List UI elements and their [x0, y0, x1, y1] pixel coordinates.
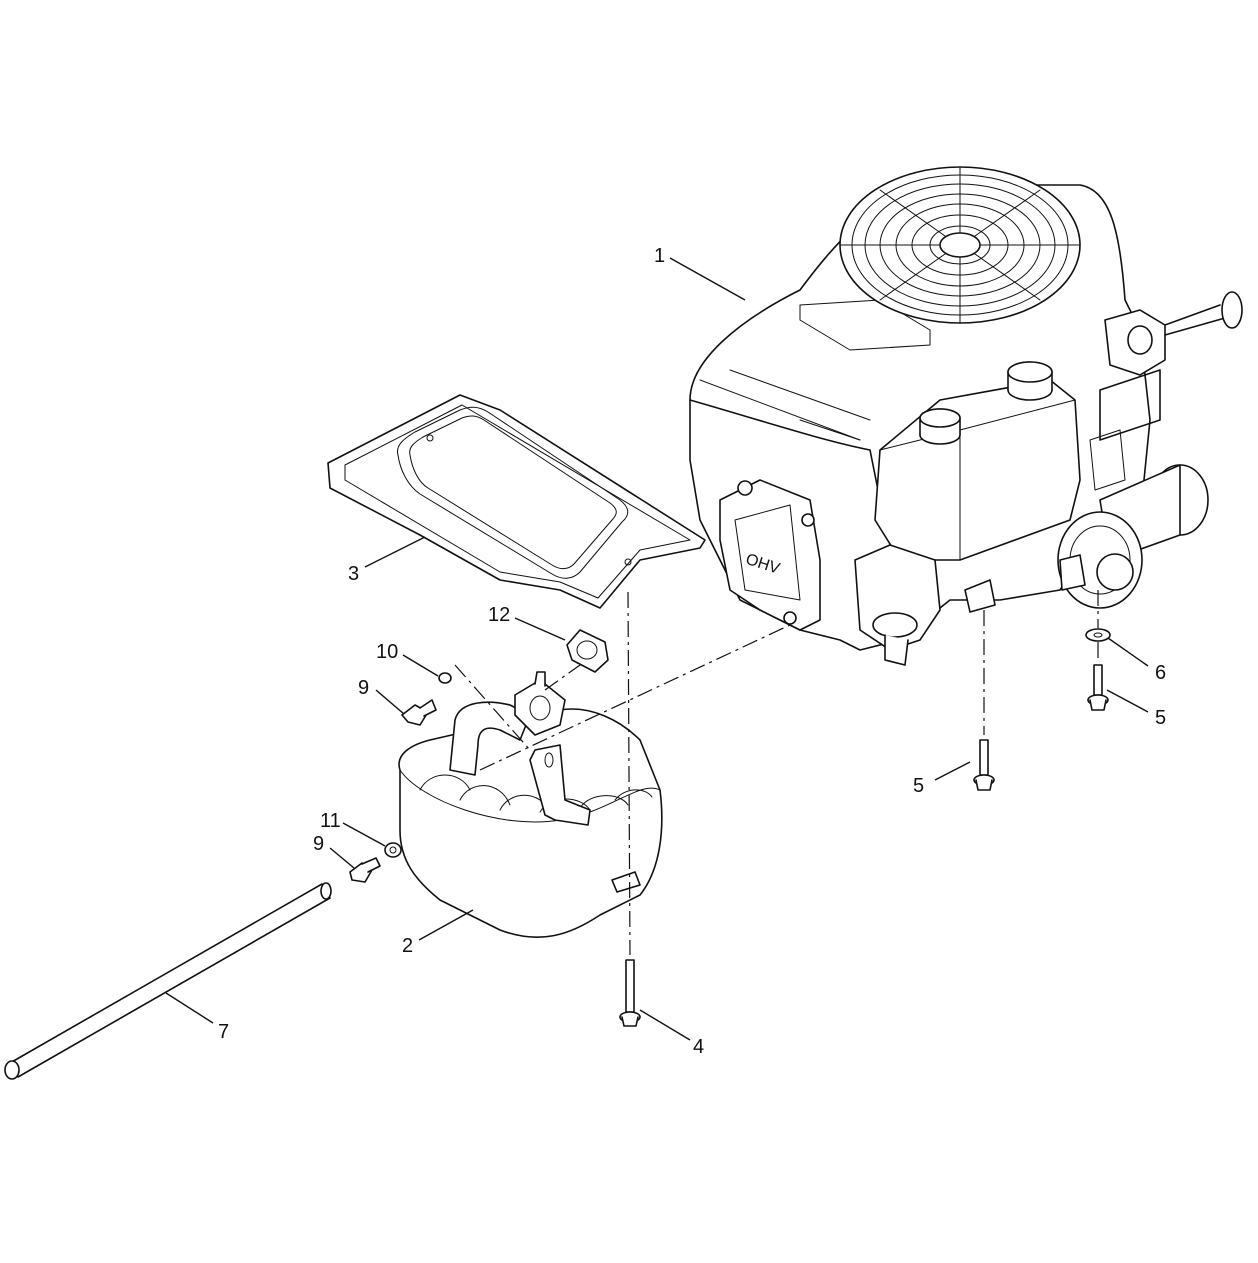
callout-labels: 1 2 3 4 5 5 6 7 9 9 10 11 12 — [218, 245, 1166, 1058]
callout-4: 4 — [693, 1036, 704, 1058]
callout-11: 11 — [320, 810, 341, 832]
throttle-linkage — [1089, 291, 1243, 491]
callout-9-upper: 9 — [358, 677, 369, 699]
callout-5-center: 5 — [913, 775, 924, 797]
engine-bolt-right — [1087, 664, 1109, 711]
washer-lower — [384, 842, 402, 858]
fan-grille — [839, 166, 1081, 324]
exhaust-gasket — [566, 629, 609, 673]
callout-10: 10 — [376, 641, 398, 663]
muffler-bolt — [619, 959, 641, 1027]
alignment-lines — [454, 590, 1099, 956]
tailpipe — [4, 882, 332, 1080]
engine-bolt-center — [973, 739, 995, 791]
callout-7: 7 — [218, 1021, 229, 1043]
heat-shield-plate — [327, 394, 706, 609]
leader-lines — [165, 257, 1149, 1041]
callout-1: 1 — [654, 245, 665, 267]
callout-6: 6 — [1155, 662, 1166, 684]
bolt-lower — [349, 857, 381, 883]
engine-washer — [1085, 628, 1111, 642]
engine-assembly: OHV — [689, 166, 1243, 666]
muffler — [398, 671, 663, 938]
callout-12: 12 — [488, 604, 510, 626]
callout-5-right: 5 — [1155, 707, 1166, 729]
callout-2: 2 — [402, 935, 413, 957]
callout-9-lower: 9 — [313, 833, 324, 855]
washer-upper — [438, 672, 452, 684]
callout-3: 3 — [348, 563, 359, 585]
bolt-upper — [401, 699, 437, 726]
